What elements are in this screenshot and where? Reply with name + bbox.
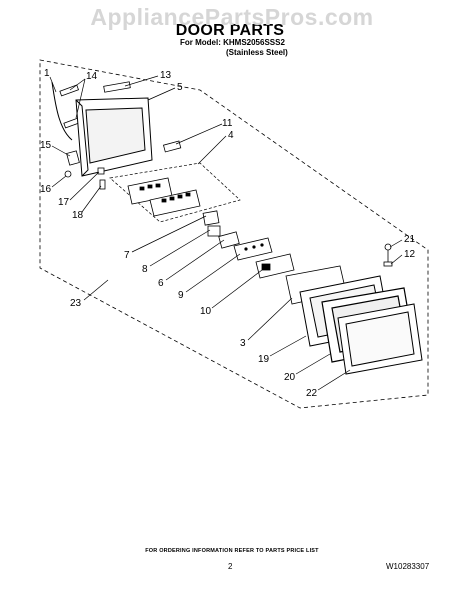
callout-12: 12	[404, 249, 416, 260]
part-10-display	[255, 253, 295, 279]
part-7-chip	[202, 210, 220, 226]
variant-line: (Stainless Steel)	[226, 48, 288, 57]
part-1-hook	[51, 81, 73, 141]
model-line: For Model: KHMS2056SSS2	[180, 38, 285, 47]
callout-3: 3	[240, 338, 246, 349]
part-16-screw	[64, 170, 72, 178]
leader-lines	[49, 75, 403, 391]
page-title: DOOR PARTS	[175, 22, 285, 39]
page-number: 2	[228, 562, 233, 571]
part-13-vent	[103, 81, 131, 93]
part-9-keypad	[233, 237, 273, 261]
part-4-control-panel	[127, 177, 201, 217]
callout-5: 5	[177, 82, 183, 93]
callout-9: 9	[178, 290, 184, 301]
callout-10: 10	[200, 306, 212, 317]
callout-22: 22	[306, 388, 318, 399]
assembly-boundary	[39, 59, 429, 409]
part-17-clip	[97, 167, 105, 175]
callout-19: 19	[258, 354, 270, 365]
part-12-washer	[383, 261, 393, 267]
callout-7: 7	[124, 250, 130, 261]
watermark-text: AppliancePartsPros.com	[90, 4, 374, 30]
callout-18: 18	[72, 210, 84, 221]
callout-8: 8	[142, 264, 148, 275]
part-11-bracket	[163, 140, 182, 153]
callout-15: 15	[40, 140, 52, 151]
callout-20: 20	[284, 372, 296, 383]
callout-6: 6	[158, 278, 164, 289]
part-8-chip	[207, 225, 221, 237]
part-5-door-frame	[75, 97, 153, 177]
callout-17: 17	[58, 197, 70, 208]
callout-11: 11	[222, 118, 233, 129]
callout-13: 13	[160, 70, 172, 81]
callout-21: 21	[404, 234, 416, 245]
callout-14: 14	[86, 71, 98, 82]
callout-4: 4	[228, 130, 234, 141]
callout-labels: 1 14 13 5 15 16 17 18 11 4 7 8 6 9 10 3 …	[40, 68, 416, 399]
part-18-spring	[99, 179, 106, 190]
ordering-note: FOR ORDERING INFORMATION REFER TO PARTS …	[145, 548, 319, 554]
document-number: W10283307	[386, 562, 430, 571]
callout-1: 1	[44, 68, 50, 79]
part-15-hinge	[66, 150, 80, 166]
callout-16: 16	[40, 184, 52, 195]
control-panel-region	[109, 162, 241, 223]
part-22-outer-glass	[337, 303, 423, 375]
callout-23: 23	[70, 298, 82, 309]
